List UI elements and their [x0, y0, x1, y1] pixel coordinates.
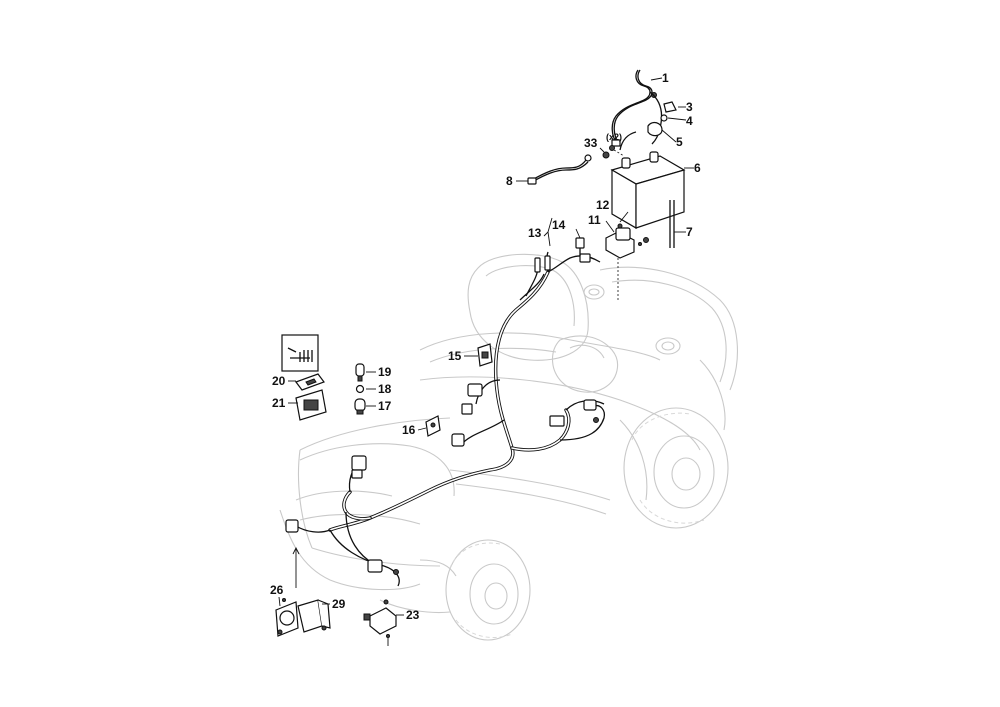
part-16-sensor [417, 415, 441, 437]
quantity-note: (x2) [606, 132, 622, 142]
callout-15: 15 [448, 349, 462, 363]
callout-14: 14 [552, 218, 566, 232]
callout-17: 17 [378, 399, 392, 413]
switch-panel-icon [281, 334, 319, 372]
part-33-screws [599, 145, 625, 159]
callout-33: 33 [584, 136, 598, 150]
callout-1: 1 [662, 71, 669, 85]
callout-11: 11 [588, 213, 601, 227]
callout-6: 6 [694, 161, 701, 175]
callout-29: 29 [332, 597, 346, 611]
part-6-battery [610, 131, 694, 230]
part-7-strap [669, 200, 686, 248]
part-29-bracket [292, 546, 331, 633]
parts-17-18-19 [354, 363, 376, 415]
part-20-cover [288, 373, 325, 391]
part-23-relay [363, 599, 404, 646]
part-8-cable [516, 154, 592, 185]
callout-19: 19 [378, 365, 392, 379]
part-26-connector [275, 596, 299, 637]
callout-16: 16 [402, 423, 416, 437]
callout-8: 8 [506, 174, 513, 188]
part-15-switch [464, 343, 493, 367]
callout-18: 18 [378, 382, 392, 396]
callout-4: 4 [686, 114, 693, 128]
callout-13: 13 [528, 226, 542, 240]
callout-21: 21 [272, 396, 286, 410]
tractor-outline [279, 253, 738, 641]
callout-26: 26 [270, 583, 284, 597]
part-11-solenoid [605, 211, 649, 300]
callout-3: 3 [686, 100, 693, 114]
parts-13-14-connectors [543, 217, 585, 256]
callout-12: 12 [596, 198, 610, 212]
callout-7: 7 [686, 225, 693, 239]
part-1-battery-cable [611, 69, 663, 147]
part-21-rocker-switch [288, 389, 327, 421]
harness-connectors [285, 253, 599, 575]
parts-3-4-5 [647, 101, 687, 143]
callout-23: 23 [406, 608, 420, 622]
callout-5: 5 [676, 135, 683, 149]
callout-20: 20 [272, 374, 286, 388]
